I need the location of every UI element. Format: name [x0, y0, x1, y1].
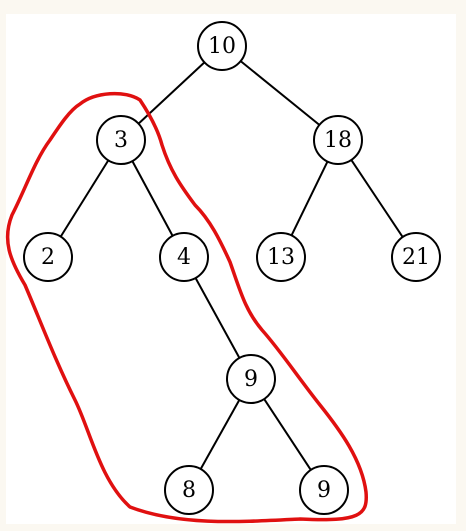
- node-circle: [197, 21, 247, 71]
- node-circle: [226, 354, 276, 404]
- tree-edge: [194, 277, 241, 359]
- node-circle: [299, 465, 349, 515]
- tree-node: 4: [159, 232, 209, 282]
- node-circle: [256, 232, 306, 282]
- tree-edge: [263, 398, 312, 471]
- tree-node: 8: [164, 465, 214, 515]
- nodes-layer: 10 3 18 2 4 13 21 9 8 9: [23, 21, 441, 515]
- node-label: 18: [324, 128, 352, 153]
- node-circle: [313, 115, 363, 165]
- node-label: 3: [114, 128, 128, 153]
- red-highlight-loop: [5, 91, 369, 524]
- node-label: 8: [182, 478, 196, 503]
- node-circle: [23, 232, 73, 282]
- tree-edge: [240, 60, 320, 126]
- node-circle: [159, 232, 209, 282]
- tree-node: 2: [23, 232, 73, 282]
- node-circle: [96, 115, 146, 165]
- tree-node: 9: [226, 354, 276, 404]
- tree-node: 10: [197, 21, 247, 71]
- tree-edge: [59, 159, 110, 238]
- node-label: 21: [402, 245, 430, 270]
- tree-node: 3: [96, 115, 146, 165]
- node-label: 10: [208, 34, 236, 59]
- node-circle: [164, 465, 214, 515]
- edges-layer: [59, 60, 404, 471]
- tree-node: 13: [256, 232, 306, 282]
- node-circle: [391, 232, 441, 282]
- node-label: 2: [41, 245, 55, 270]
- tree-node: 9: [299, 465, 349, 515]
- tree-edge: [350, 159, 404, 238]
- tree-edge: [131, 160, 174, 237]
- node-label: 13: [267, 245, 295, 270]
- tree-node: 18: [313, 115, 363, 165]
- node-label: 4: [177, 245, 191, 270]
- tree-node: 21: [391, 232, 441, 282]
- tree-edge: [199, 399, 241, 470]
- node-label: 9: [317, 478, 331, 503]
- tree-edge: [290, 161, 329, 236]
- node-label: 9: [244, 367, 258, 392]
